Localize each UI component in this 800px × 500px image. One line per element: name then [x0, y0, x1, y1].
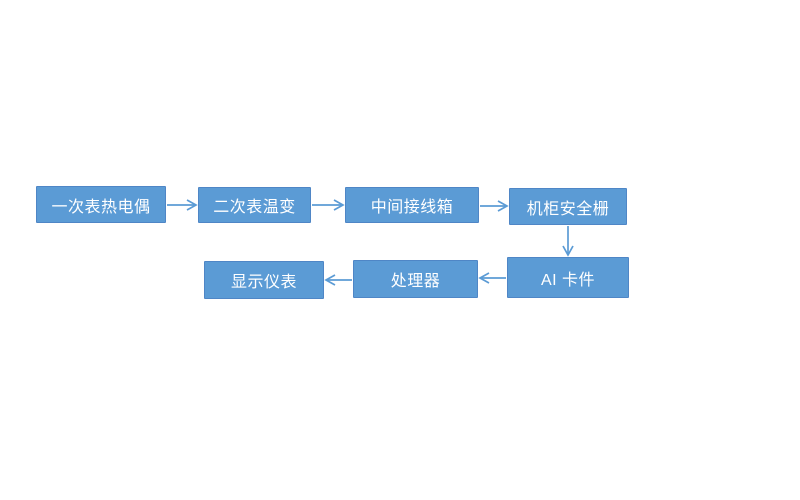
flow-arrow-junction-box-to-safety-barrier: [480, 200, 509, 212]
flow-node-processor[interactable]: 处理器: [353, 260, 478, 298]
flow-node-label: AI 卡件: [540, 271, 596, 289]
flow-node-primary-thermocouple[interactable]: 一次表热电偶: [36, 186, 166, 223]
flow-node-label: 机柜安全栅: [526, 200, 610, 218]
flow-node-label: 中间接线箱: [370, 199, 454, 216]
flow-node-safety-barrier[interactable]: 机柜安全栅: [509, 188, 627, 225]
arrow-head: [324, 274, 336, 286]
flow-arrow-secondary-transmitter-to-junction-box: [312, 199, 345, 211]
flow-node-ai-card[interactable]: AI 卡件: [507, 257, 629, 298]
arrow-head: [562, 245, 574, 257]
flow-arrow-ai-card-to-processor: [478, 272, 506, 284]
flow-node-label: 显示仪表: [230, 274, 297, 291]
flow-arrow-primary-thermocouple-to-secondary-transmitter: [167, 199, 198, 211]
flow-node-label: 处理器: [390, 273, 441, 290]
flow-node-label: 二次表温变: [213, 199, 296, 216]
flow-node-display-meter[interactable]: 显示仪表: [204, 261, 324, 299]
arrow-head: [333, 199, 345, 211]
arrow-head: [478, 272, 490, 284]
arrow-head: [497, 200, 509, 212]
flow-node-junction-box[interactable]: 中间接线箱: [345, 187, 479, 223]
flow-arrow-processor-to-display-meter: [324, 274, 352, 286]
arrow-head: [186, 199, 198, 211]
flow-node-label: 一次表热电偶: [51, 198, 151, 216]
flow-arrow-safety-barrier-to-ai-card: [562, 226, 574, 257]
flow-node-secondary-transmitter[interactable]: 二次表温变: [198, 187, 311, 223]
